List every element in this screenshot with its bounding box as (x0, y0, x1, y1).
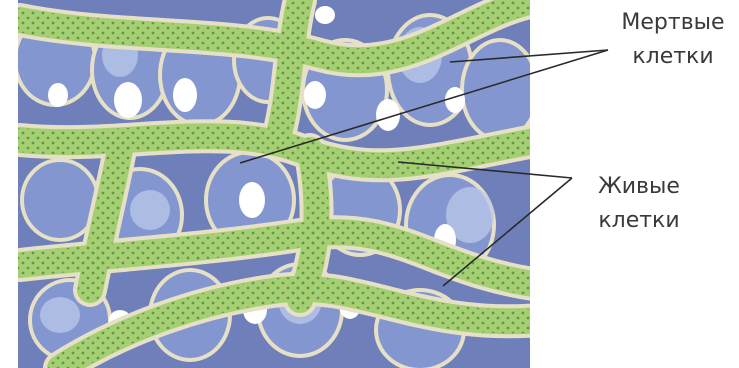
label-living-cells: Живые клетки (580, 170, 698, 238)
dead-cell (462, 40, 538, 140)
label-dead-cells-line-2: клетки (612, 40, 734, 74)
label-living-cells-line-2: клетки (580, 204, 698, 238)
label-living-cells-line-1: Живые (580, 170, 698, 204)
label-dead-cells-line-1: Мертвые (612, 6, 734, 40)
label-dead-cells: Мертвые клетки (612, 6, 734, 74)
